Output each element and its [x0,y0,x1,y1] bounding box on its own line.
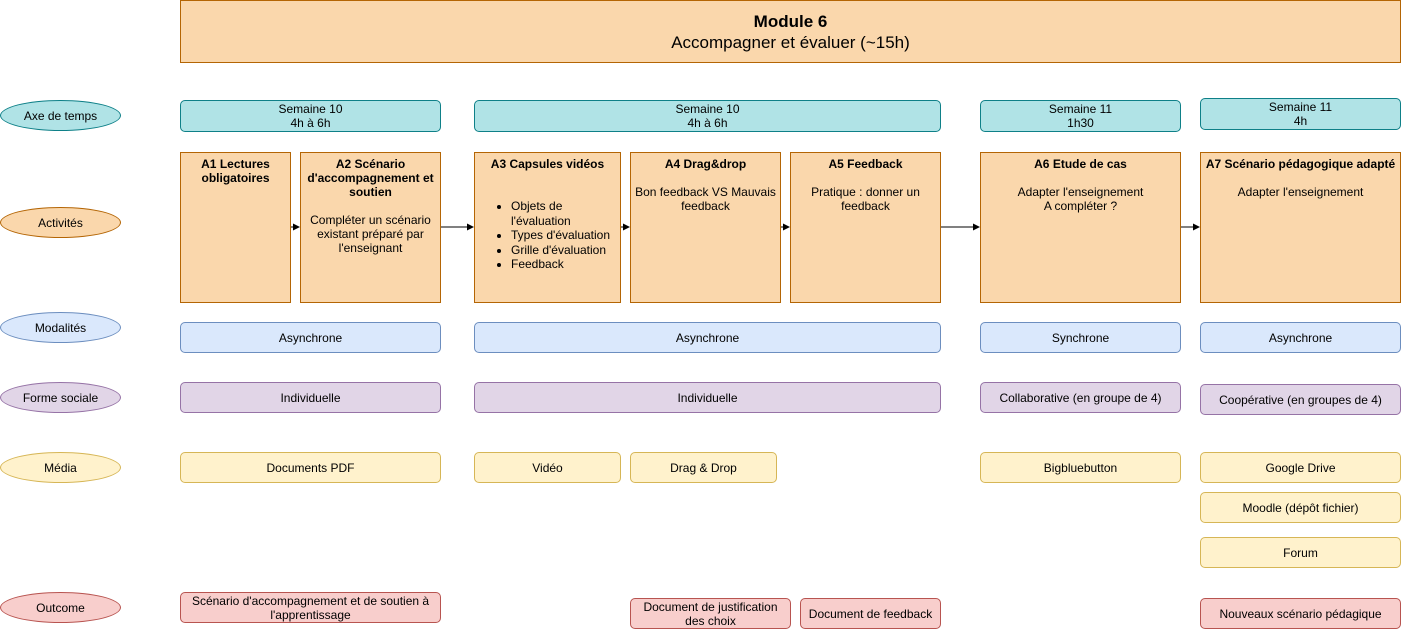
media-box: Moodle (dépôt fichier) [1200,492,1401,523]
outcome-box: Document de justification des choix [630,598,791,629]
media-box: Google Drive [1200,452,1401,483]
activity-title: A7 Scénario pédagogique adapté [1205,157,1396,171]
list-item: Feedback [511,257,616,272]
activity-description: Compléter un scénario existant préparé p… [310,213,431,255]
week-box: Semaine 10 4h à 6h [474,100,941,132]
activity-title: A1 Lectures obligatoires [201,157,270,185]
row-label-outcome: Outcome [0,592,121,623]
module-subtitle: Accompagner et évaluer (~15h) [671,32,910,52]
activity-a5: A5 Feedback Pratique : donner un feedbac… [790,152,941,303]
week-duration: 4h à 6h [290,116,331,130]
activity-a4: A4 Drag&drop Bon feedback VS Mauvais fee… [630,152,781,303]
modality-box: Asynchrone [474,322,941,353]
week-duration: 4h à 6h [687,116,728,130]
outcome-box: Nouveaux scénario pédagique [1200,598,1401,629]
modality-box: Synchrone [980,322,1181,353]
social-form-box: Coopérative (en groupes de 4) [1200,384,1401,415]
activity-a6: A6 Etude de cas Adapter l'enseignement A… [980,152,1181,303]
row-label-time-axis: Axe de temps [0,100,121,131]
week-label: Semaine 10 [675,102,740,116]
week-label: Semaine 11 [1048,102,1113,116]
media-box: Forum [1200,537,1401,568]
week-box: Semaine 10 4h à 6h [180,100,441,132]
activity-a3: A3 Capsules vidéos Objets de l'évaluatio… [474,152,621,303]
week-box: Semaine 11 1h30 [980,100,1181,132]
activity-title: A5 Feedback [828,157,903,171]
media-box: Vidéo [474,452,621,483]
row-label-activities: Activités [0,207,121,238]
social-form-box: Collaborative (en groupe de 4) [980,382,1181,413]
activity-title: A3 Capsules vidéos [490,157,605,171]
outcome-box: Scénario d'accompagnement et de soutien … [180,592,441,623]
week-duration: 4h [1293,114,1308,128]
activity-description-2: A compléter ? [1043,199,1118,213]
list-item: Objets de l'évaluation [511,199,616,228]
activity-description: Pratique : donner un feedback [811,185,920,213]
social-form-box: Individuelle [180,382,441,413]
week-label: Semaine 10 [278,102,343,116]
activity-description: Adapter l'enseignement [1017,185,1144,199]
activity-a1: A1 Lectures obligatoires [180,152,291,303]
activity-title: A6 Etude de cas [1034,157,1127,171]
modality-box: Asynchrone [1200,322,1401,353]
media-box: Documents PDF [180,452,441,483]
media-box: Bigbluebutton [980,452,1181,483]
row-label-modalities: Modalités [0,312,121,343]
list-item: Types d'évaluation [511,228,616,243]
activity-item-list: Objets de l'évaluation Types d'évaluatio… [479,199,616,272]
list-item: Grille d'évaluation [511,243,616,258]
modality-box: Asynchrone [180,322,441,353]
week-label: Semaine 11 [1268,100,1333,114]
activity-description: Bon feedback VS Mauvais feedback [635,185,776,213]
module-header: Module 6 Accompagner et évaluer (~15h) [180,0,1401,63]
activity-a2: A2 Scénario d'accompagnement et soutien … [300,152,441,303]
row-label-media: Média [0,452,121,483]
activity-title: A2 Scénario d'accompagnement et soutien [307,157,434,199]
week-duration: 1h30 [1067,116,1094,130]
activity-description: Adapter l'enseignement [1237,185,1364,199]
media-box: Drag & Drop [630,452,777,483]
social-form-box: Individuelle [474,382,941,413]
row-label-social-form: Forme sociale [0,382,121,413]
activity-title: A4 Drag&drop [664,157,747,171]
outcome-box: Document de feedback [800,598,941,629]
module-title: Module 6 [753,11,828,31]
